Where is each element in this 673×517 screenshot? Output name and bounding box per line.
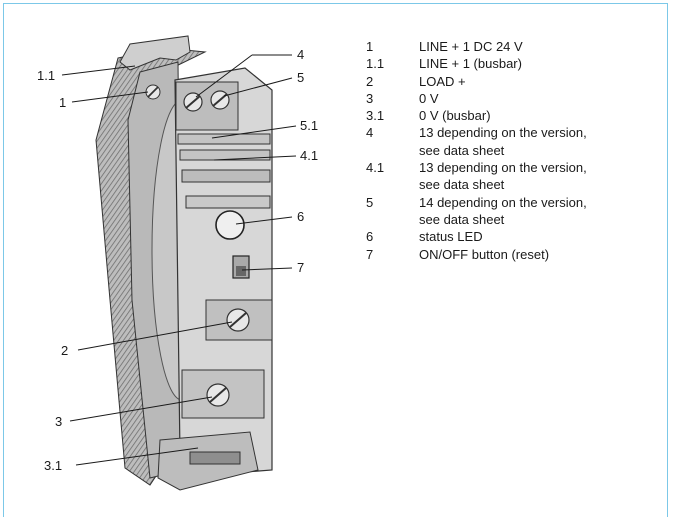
leader-5-1 — [211, 125, 297, 139]
leader-lines — [61, 54, 297, 466]
legend-number: 6 — [366, 229, 374, 245]
legend-number: 3.1 — [366, 108, 385, 124]
legend-number: 4 — [366, 125, 374, 141]
terminal-screw — [226, 308, 250, 332]
leader-3 — [69, 396, 213, 422]
leader-4-1 — [213, 155, 297, 161]
device-top-clip — [119, 35, 191, 71]
legend-number: 1.1 — [366, 56, 385, 72]
legend-item: 3 0 V — [366, 90, 666, 107]
legend-text: 14 depending on the version,see data she… — [419, 194, 587, 227]
legend-item: 6 status LED — [366, 228, 666, 245]
callout-6: 6 — [297, 209, 305, 224]
callout-5: 5 — [297, 70, 305, 85]
legend-text: status LED — [419, 229, 483, 245]
callout-2: 2 — [61, 343, 69, 358]
leader-5 — [223, 77, 293, 97]
legend-text: LOAD + — [419, 73, 466, 89]
leader-1 — [71, 91, 149, 103]
legend-text: LINE + 1 DC 24 V — [419, 39, 523, 54]
terminal-screw — [145, 84, 161, 100]
legend-item: 3.1 0 V (busbar) — [366, 107, 666, 124]
figure-frame — [3, 3, 668, 517]
legend-item: 5 14 depending on the version,see data s… — [366, 194, 666, 229]
leader-4b — [195, 54, 253, 98]
callout-7: 7 — [297, 260, 305, 275]
busbar-slot — [189, 451, 241, 465]
callout-1: 1 — [59, 95, 67, 110]
legend-number: 1 — [366, 39, 374, 54]
ridge — [179, 149, 271, 161]
legend-text: 13 depending on the version,see data she… — [419, 160, 587, 193]
callout-3: 3 — [55, 414, 63, 429]
ridge — [181, 169, 271, 183]
ridge — [185, 195, 271, 209]
legend-text: 0 V — [419, 90, 439, 106]
callout-5-1: 5.1 — [300, 118, 319, 133]
status-led — [215, 210, 245, 240]
legend-number: 3 — [366, 90, 374, 106]
terminal-screw — [210, 90, 230, 110]
legend-item: 1 LINE + 1 DC 24 V — [366, 38, 666, 55]
legend-number: 5 — [366, 194, 374, 210]
legend-item: 1.1 LINE + 1 (busbar) — [366, 55, 666, 72]
leader-1-1 — [61, 65, 136, 76]
legend-item: 4.1 13 depending on the version,see data… — [366, 159, 666, 194]
callout-4: 4 — [297, 47, 305, 62]
legend-text: 0 V (busbar) — [419, 108, 491, 124]
leader-3-1 — [75, 447, 199, 466]
legend-item: 2 LOAD + — [366, 73, 666, 90]
terminal-screw — [183, 92, 203, 112]
legend-number: 2 — [366, 73, 374, 89]
legend-text: LINE + 1 (busbar) — [419, 56, 522, 72]
device-body — [95, 35, 273, 491]
legend-item: 7 ON/OFF button (reset) — [366, 246, 666, 263]
ridge — [177, 133, 271, 145]
callout-3-1: 3.1 — [44, 458, 63, 473]
leader-7 — [241, 267, 293, 271]
on-off-button-slider — [236, 266, 246, 276]
terminal-screw — [206, 383, 230, 407]
legend-text: 13 depending on the version,see data she… — [419, 125, 587, 158]
leader-2 — [77, 321, 233, 351]
callout-1-1: 1.1 — [37, 68, 56, 83]
callout-4-1: 4.1 — [300, 148, 319, 163]
legend: 1 LINE + 1 DC 24 V 1.1 LINE + 1 (busbar)… — [366, 38, 666, 263]
legend-number: 4.1 — [366, 160, 385, 176]
legend-item: 4 13 depending on the version,see data s… — [366, 124, 666, 159]
legend-number: 7 — [366, 246, 374, 262]
legend-text: ON/OFF button (reset) — [419, 246, 550, 262]
upper-terminal-block — [175, 81, 239, 131]
leader-6 — [235, 216, 293, 225]
